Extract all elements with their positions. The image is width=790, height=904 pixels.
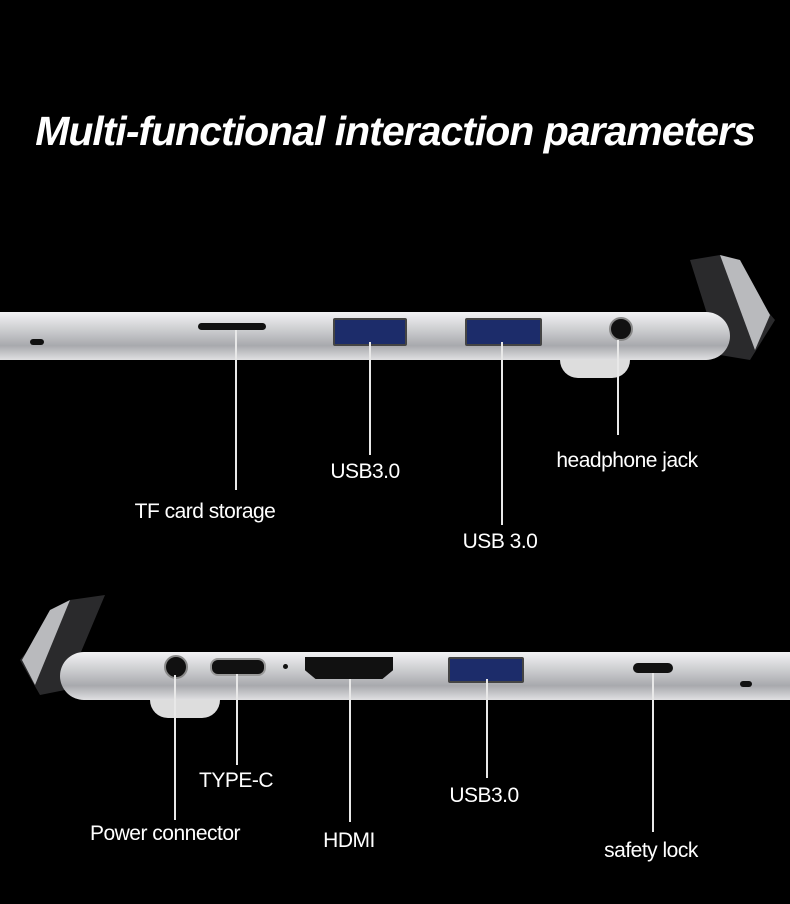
label-usb3-top-2: USB 3.0 [462,530,538,553]
label-headphone-jack: headphone jack [556,449,698,472]
tf-card-slot [198,323,266,330]
label-power-connector: Power connector [89,822,241,845]
security-lock-slot [633,663,673,673]
label-type-c: TYPE-C [198,769,274,792]
power-port [164,655,188,679]
hdmi-port [305,657,393,679]
label-safety-lock: safety lock [604,839,698,862]
label-tf-card: TF card storage [134,500,276,523]
label-usb3-top: USB3.0 [330,460,400,483]
label-hdmi: HDMI [323,829,375,852]
headphone-jack-port [609,317,633,341]
page-title: Multi-functional interaction parameters [35,108,756,154]
hinge-icon [20,595,105,695]
type-c-port [210,658,266,676]
usb-port-2 [465,318,542,346]
hinge-icon [690,255,775,360]
label-usb3-bottom: USB3.0 [449,784,519,807]
